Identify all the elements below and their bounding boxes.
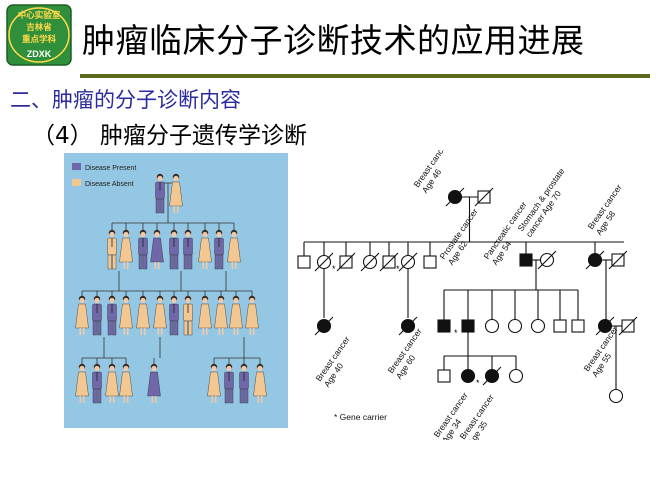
breast-cancer-age35-circle <box>482 366 502 386</box>
legend-absent-swatch <box>72 179 81 186</box>
logo-line2: 吉林省 <box>26 22 52 32</box>
title-divider <box>80 74 650 78</box>
male-person-figure <box>138 229 148 270</box>
female-person-figure <box>119 363 133 403</box>
lab-logo: 中心实验室 吉林省 重点学科 ZDXK <box>6 4 72 66</box>
gene-carrier-star: * <box>476 378 480 388</box>
section-heading: 二、肿瘤的分子诊断内容 <box>10 88 241 112</box>
breast-cancer-age55-circle <box>595 316 615 336</box>
male-square <box>608 250 628 270</box>
male-square <box>461 319 475 333</box>
male-square <box>618 316 638 336</box>
male-person-figure <box>183 295 193 336</box>
male-square <box>379 252 399 272</box>
female-person-figure <box>169 173 183 213</box>
female-circle <box>398 252 418 272</box>
male-person-figure <box>169 229 179 270</box>
female-person-figure <box>229 295 243 335</box>
male-square <box>437 369 451 383</box>
breast-cancer-age34-circle <box>460 368 476 384</box>
male-person-figure <box>92 363 102 404</box>
male-person-figure <box>239 363 249 404</box>
male-person-figure <box>155 173 165 214</box>
grandfather-square <box>474 187 494 207</box>
female-circle <box>314 252 334 272</box>
legend-absent-label: Disease Absent <box>85 181 134 188</box>
female-circle <box>484 318 500 334</box>
female-person-figure <box>119 295 133 335</box>
logo-line1: 中心实验室 <box>18 10 61 20</box>
male-square <box>423 255 437 269</box>
female-person-figure <box>227 229 241 269</box>
female-person-figure <box>150 229 164 269</box>
breast-cancer-age60-label: Breast cancerAge 60 <box>385 326 432 381</box>
male-person-figure <box>169 295 179 336</box>
female-person-figure <box>198 229 212 269</box>
female-person-figure <box>153 295 167 335</box>
female-person-figure <box>136 295 150 335</box>
female-person-figure <box>105 363 119 403</box>
gene-carrier-star: * <box>332 264 336 274</box>
female-circle <box>360 252 380 272</box>
female-circle <box>608 388 624 404</box>
female-person-figure <box>214 295 228 335</box>
female-person-figure <box>207 363 221 403</box>
legend-present-swatch <box>72 163 81 170</box>
female-circle <box>508 368 524 384</box>
logo-line3: 重点学科 <box>22 34 57 44</box>
grandmother-breast-cancer-circle <box>445 187 465 207</box>
breast-cancer-age58-label: Breast cancerAge 58 <box>585 182 632 237</box>
female-person-figure <box>119 229 133 269</box>
female-person-figure <box>75 363 89 403</box>
male-person-figure <box>183 229 193 270</box>
breast-cancer-age40-label: Breast cancerAge 40 <box>313 334 360 389</box>
female-circle <box>530 318 546 334</box>
male-person-figure <box>92 295 102 336</box>
male-person-figure <box>107 295 117 336</box>
illustrated-pedigree-figure: Disease Present Disease Absent <box>64 153 288 428</box>
female-circle <box>537 250 557 270</box>
gene-carrier-footnote: * Gene carrier <box>334 412 387 422</box>
stomach-prostate-cancer-square <box>519 253 533 267</box>
prostate-cancer-label: Prostate cancerAge 62 <box>437 207 488 267</box>
male-person-figure <box>107 229 117 270</box>
female-person-figure <box>147 363 161 403</box>
legend-present-label: Disease Present <box>85 165 136 172</box>
subsection-heading: （4） 肿瘤分子遗传学诊断 <box>32 123 307 149</box>
male-square <box>297 255 311 269</box>
male-square <box>553 319 567 333</box>
gene-carrier-star: * <box>396 264 400 274</box>
grandmother-breast-cancer-label: Breast cancerAge 46 <box>411 150 458 195</box>
breast-cancer-age60-circle <box>398 316 418 336</box>
male-person-figure <box>224 363 234 404</box>
female-circle <box>507 318 523 334</box>
male-person-figure <box>214 229 224 270</box>
breast-cancer-age58-circle <box>585 250 605 270</box>
male-square <box>336 252 356 272</box>
male-square <box>437 319 451 333</box>
female-person-figure <box>198 295 212 335</box>
female-person-figure <box>245 295 259 335</box>
slide-title: 肿瘤临床分子诊断技术的应用进展 <box>82 21 585 60</box>
male-square <box>571 319 585 333</box>
female-person-figure <box>253 363 267 403</box>
gene-carrier-star: * <box>454 328 458 338</box>
female-person-figure <box>75 295 89 335</box>
breast-cancer-age40-circle <box>314 316 334 336</box>
logo-line4: ZDXK <box>27 49 52 59</box>
